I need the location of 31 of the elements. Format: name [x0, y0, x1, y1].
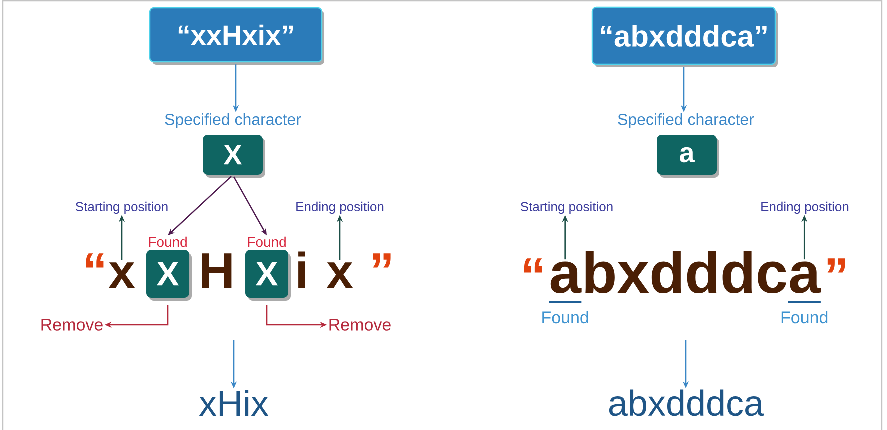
- letter: a: [550, 262, 582, 294]
- found-label: Found: [542, 311, 588, 324]
- letter: H: [202, 254, 232, 288]
- found-label: Found: [248, 236, 286, 248]
- result-text: abxdddca: [609, 390, 764, 416]
- letter: x: [109, 262, 135, 288]
- letters: bxdddc: [586, 250, 786, 294]
- remove-label: Remove: [330, 319, 391, 331]
- string-box: “abxdddca”: [592, 6, 778, 68]
- position-label: Ending position: [296, 202, 384, 214]
- character-box: X: [203, 135, 266, 178]
- letter: x: [326, 262, 353, 288]
- found-label: Found: [149, 236, 187, 248]
- heading-label: Specified character: [618, 114, 754, 128]
- letter: a: [790, 262, 822, 294]
- position-label: Ending position: [762, 202, 849, 214]
- letter-box: X: [246, 250, 291, 301]
- quote-mark: “: [86, 254, 104, 268]
- letter-box: X: [146, 250, 192, 301]
- remove-label: Remove: [42, 319, 103, 331]
- quote-mark: ”: [828, 258, 846, 273]
- position-label: Starting position: [521, 202, 613, 214]
- result-text: xHix: [199, 390, 269, 416]
- quote-mark: ”: [373, 254, 391, 268]
- string-box: “xxHxix”: [149, 7, 324, 65]
- position-label: Starting position: [76, 202, 168, 214]
- heading-label: Specified character: [165, 114, 302, 128]
- character-box: a: [657, 135, 720, 178]
- letter: i: [298, 252, 306, 288]
- found-label: Found: [782, 311, 828, 324]
- quote-mark: “: [524, 258, 542, 273]
